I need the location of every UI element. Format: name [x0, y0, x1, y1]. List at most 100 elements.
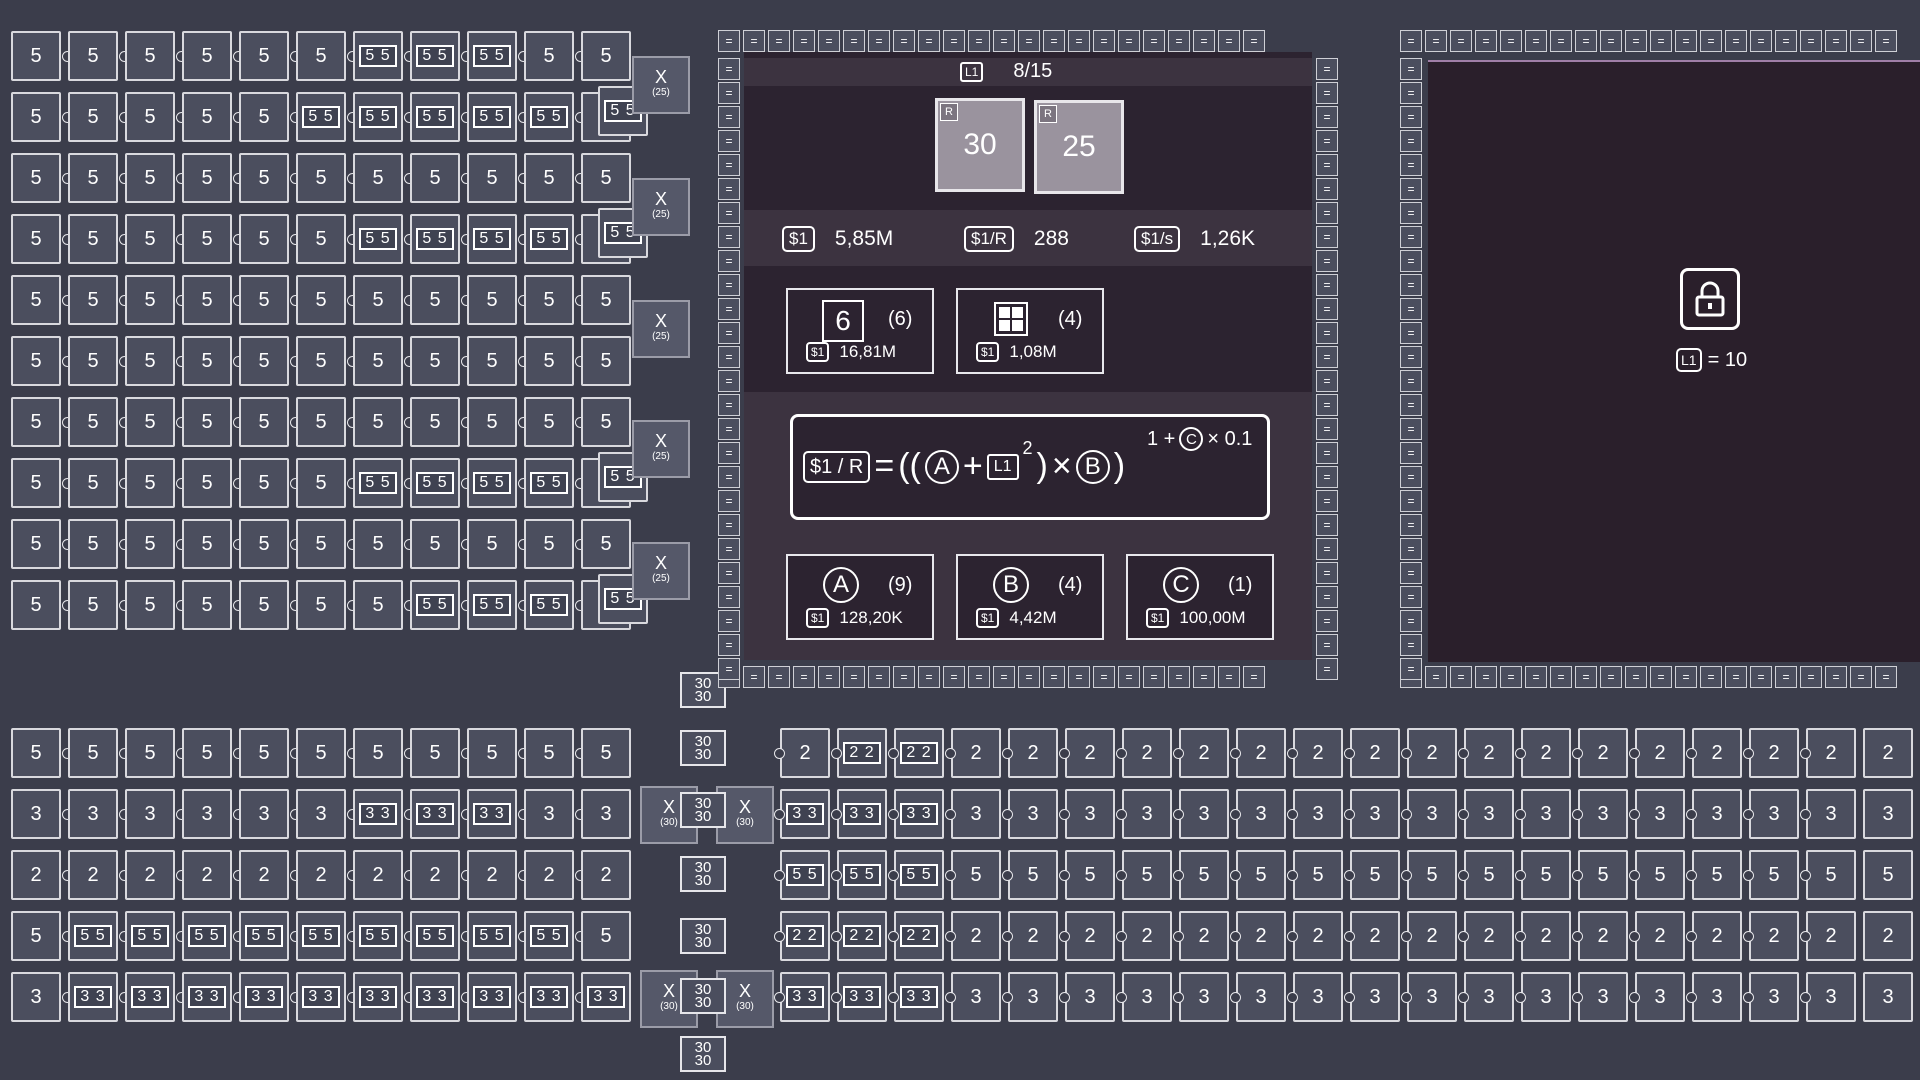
board-cell[interactable]: 2	[1008, 728, 1058, 778]
board-cell[interactable]: 3	[1293, 789, 1343, 839]
board-cell[interactable]: 3	[1122, 789, 1172, 839]
board-cell[interactable]: 5	[182, 31, 232, 81]
board-cell[interactable]: 5	[11, 458, 61, 508]
board-cell[interactable]: 3	[1179, 789, 1229, 839]
locked-panel[interactable]	[1428, 60, 1920, 662]
board-cell[interactable]: 3	[1236, 789, 1286, 839]
board-cell[interactable]: 2	[1464, 728, 1514, 778]
board-cell[interactable]: 5	[125, 397, 175, 447]
board-cell[interactable]: 5 5	[353, 214, 403, 264]
board-cell[interactable]: 5 5	[467, 580, 517, 630]
board-cell[interactable]: 5 5	[353, 911, 403, 961]
board-cell[interactable]: 2	[1008, 911, 1058, 961]
board-cell[interactable]: 2	[1749, 728, 1799, 778]
board-cell[interactable]: 3	[1692, 789, 1742, 839]
board-cell[interactable]: 3 3	[239, 972, 289, 1022]
board-cell[interactable]: 5	[353, 336, 403, 386]
board-cell[interactable]: 5	[182, 519, 232, 569]
board-cell[interactable]: 2	[182, 850, 232, 900]
board-cell[interactable]: 3	[1749, 972, 1799, 1022]
board-cell[interactable]: 5	[524, 728, 574, 778]
board-cell[interactable]: 5 5	[894, 850, 944, 900]
board-cell[interactable]: 2	[1863, 728, 1913, 778]
board-cell[interactable]: 5	[11, 275, 61, 325]
board-cell[interactable]: 2	[1179, 728, 1229, 778]
board-cell[interactable]: 3	[1464, 789, 1514, 839]
board-cell[interactable]: 5	[467, 153, 517, 203]
board-cell[interactable]: 2 2	[780, 911, 830, 961]
board-cell[interactable]: 2	[524, 850, 574, 900]
board-cell[interactable]: 5	[125, 31, 175, 81]
board-cell[interactable]: 2	[1749, 911, 1799, 961]
board-cell[interactable]: 5	[581, 911, 631, 961]
board-cell[interactable]: 3	[182, 789, 232, 839]
board-cell[interactable]: 5	[11, 92, 61, 142]
board-cell[interactable]: 5 5	[125, 911, 175, 961]
board-cell[interactable]: 5	[524, 153, 574, 203]
board-cell[interactable]: 5	[1236, 850, 1286, 900]
board-cell[interactable]: 5	[182, 728, 232, 778]
board-cell[interactable]: 2 2	[894, 728, 944, 778]
board-cell[interactable]: 3	[11, 972, 61, 1022]
board-cell[interactable]: 5	[125, 92, 175, 142]
board-cell[interactable]: 5	[125, 336, 175, 386]
multiplier-node[interactable]: X(25)	[632, 56, 690, 114]
board-cell[interactable]: 3 3	[837, 972, 887, 1022]
board-cell[interactable]: 5	[182, 336, 232, 386]
board-cell[interactable]: 2	[1692, 728, 1742, 778]
board-cell[interactable]: 5 5	[410, 580, 460, 630]
board-cell[interactable]: 3	[1350, 789, 1400, 839]
board-cell[interactable]: 5	[11, 911, 61, 961]
board-cell[interactable]: 5 5	[410, 911, 460, 961]
board-cell[interactable]: 3 3	[837, 789, 887, 839]
board-cell[interactable]: 5	[1578, 850, 1628, 900]
board-cell[interactable]: 5	[125, 275, 175, 325]
board-cell[interactable]: 5	[11, 519, 61, 569]
board-cell[interactable]: 5	[239, 728, 289, 778]
board-cell[interactable]: 2	[1350, 911, 1400, 961]
board-cell[interactable]: 5	[68, 519, 118, 569]
board-cell[interactable]: 5	[467, 519, 517, 569]
board-cell[interactable]: 3	[1008, 789, 1058, 839]
board-cell[interactable]: 5	[1863, 850, 1913, 900]
board-cell[interactable]: 5 5	[598, 574, 648, 624]
board-cell[interactable]: 5	[1293, 850, 1343, 900]
board-cell[interactable]: 3	[1521, 789, 1571, 839]
board-cell[interactable]: 5	[581, 336, 631, 386]
board-cell[interactable]: 5	[125, 153, 175, 203]
board-cell[interactable]: 3	[1464, 972, 1514, 1022]
board-cell[interactable]: 3 3	[894, 972, 944, 1022]
board-cell[interactable]: 5	[581, 275, 631, 325]
board-cell[interactable]: 5	[239, 458, 289, 508]
board-cell[interactable]: 3	[951, 789, 1001, 839]
board-cell[interactable]: 3	[524, 789, 574, 839]
board-cell[interactable]: 3	[1350, 972, 1400, 1022]
multiplier-node[interactable]: X(25)	[632, 420, 690, 478]
board-cell[interactable]: 3	[239, 789, 289, 839]
board-cell[interactable]: 5	[410, 153, 460, 203]
board-cell[interactable]: 5	[581, 519, 631, 569]
board-cell[interactable]: 5	[1464, 850, 1514, 900]
board-cell[interactable]: 5	[353, 519, 403, 569]
board-cell[interactable]: 2	[1521, 728, 1571, 778]
board-cell[interactable]: 3	[1407, 789, 1457, 839]
board-cell[interactable]: 2	[1806, 911, 1856, 961]
board-cell[interactable]: 3	[1635, 972, 1685, 1022]
board-cell[interactable]: 5 5	[296, 911, 346, 961]
board-cell[interactable]: 3	[1749, 789, 1799, 839]
board-cell[interactable]: 5 5	[68, 911, 118, 961]
board-cell[interactable]: 5	[11, 214, 61, 264]
board-cell[interactable]: 2	[951, 728, 1001, 778]
board-cell[interactable]: 5	[524, 336, 574, 386]
board-cell[interactable]: 5	[11, 728, 61, 778]
board-cell[interactable]: 2	[1521, 911, 1571, 961]
board-cell[interactable]: 5 5	[524, 214, 574, 264]
board-cell[interactable]: 3 3	[524, 972, 574, 1022]
board-cell[interactable]: 2	[239, 850, 289, 900]
board-cell[interactable]: 5 5	[837, 850, 887, 900]
board-cell[interactable]: 5	[410, 336, 460, 386]
board-cell[interactable]: 5	[68, 458, 118, 508]
board-cell[interactable]: 2	[1179, 911, 1229, 961]
board-cell[interactable]: 3	[1806, 972, 1856, 1022]
